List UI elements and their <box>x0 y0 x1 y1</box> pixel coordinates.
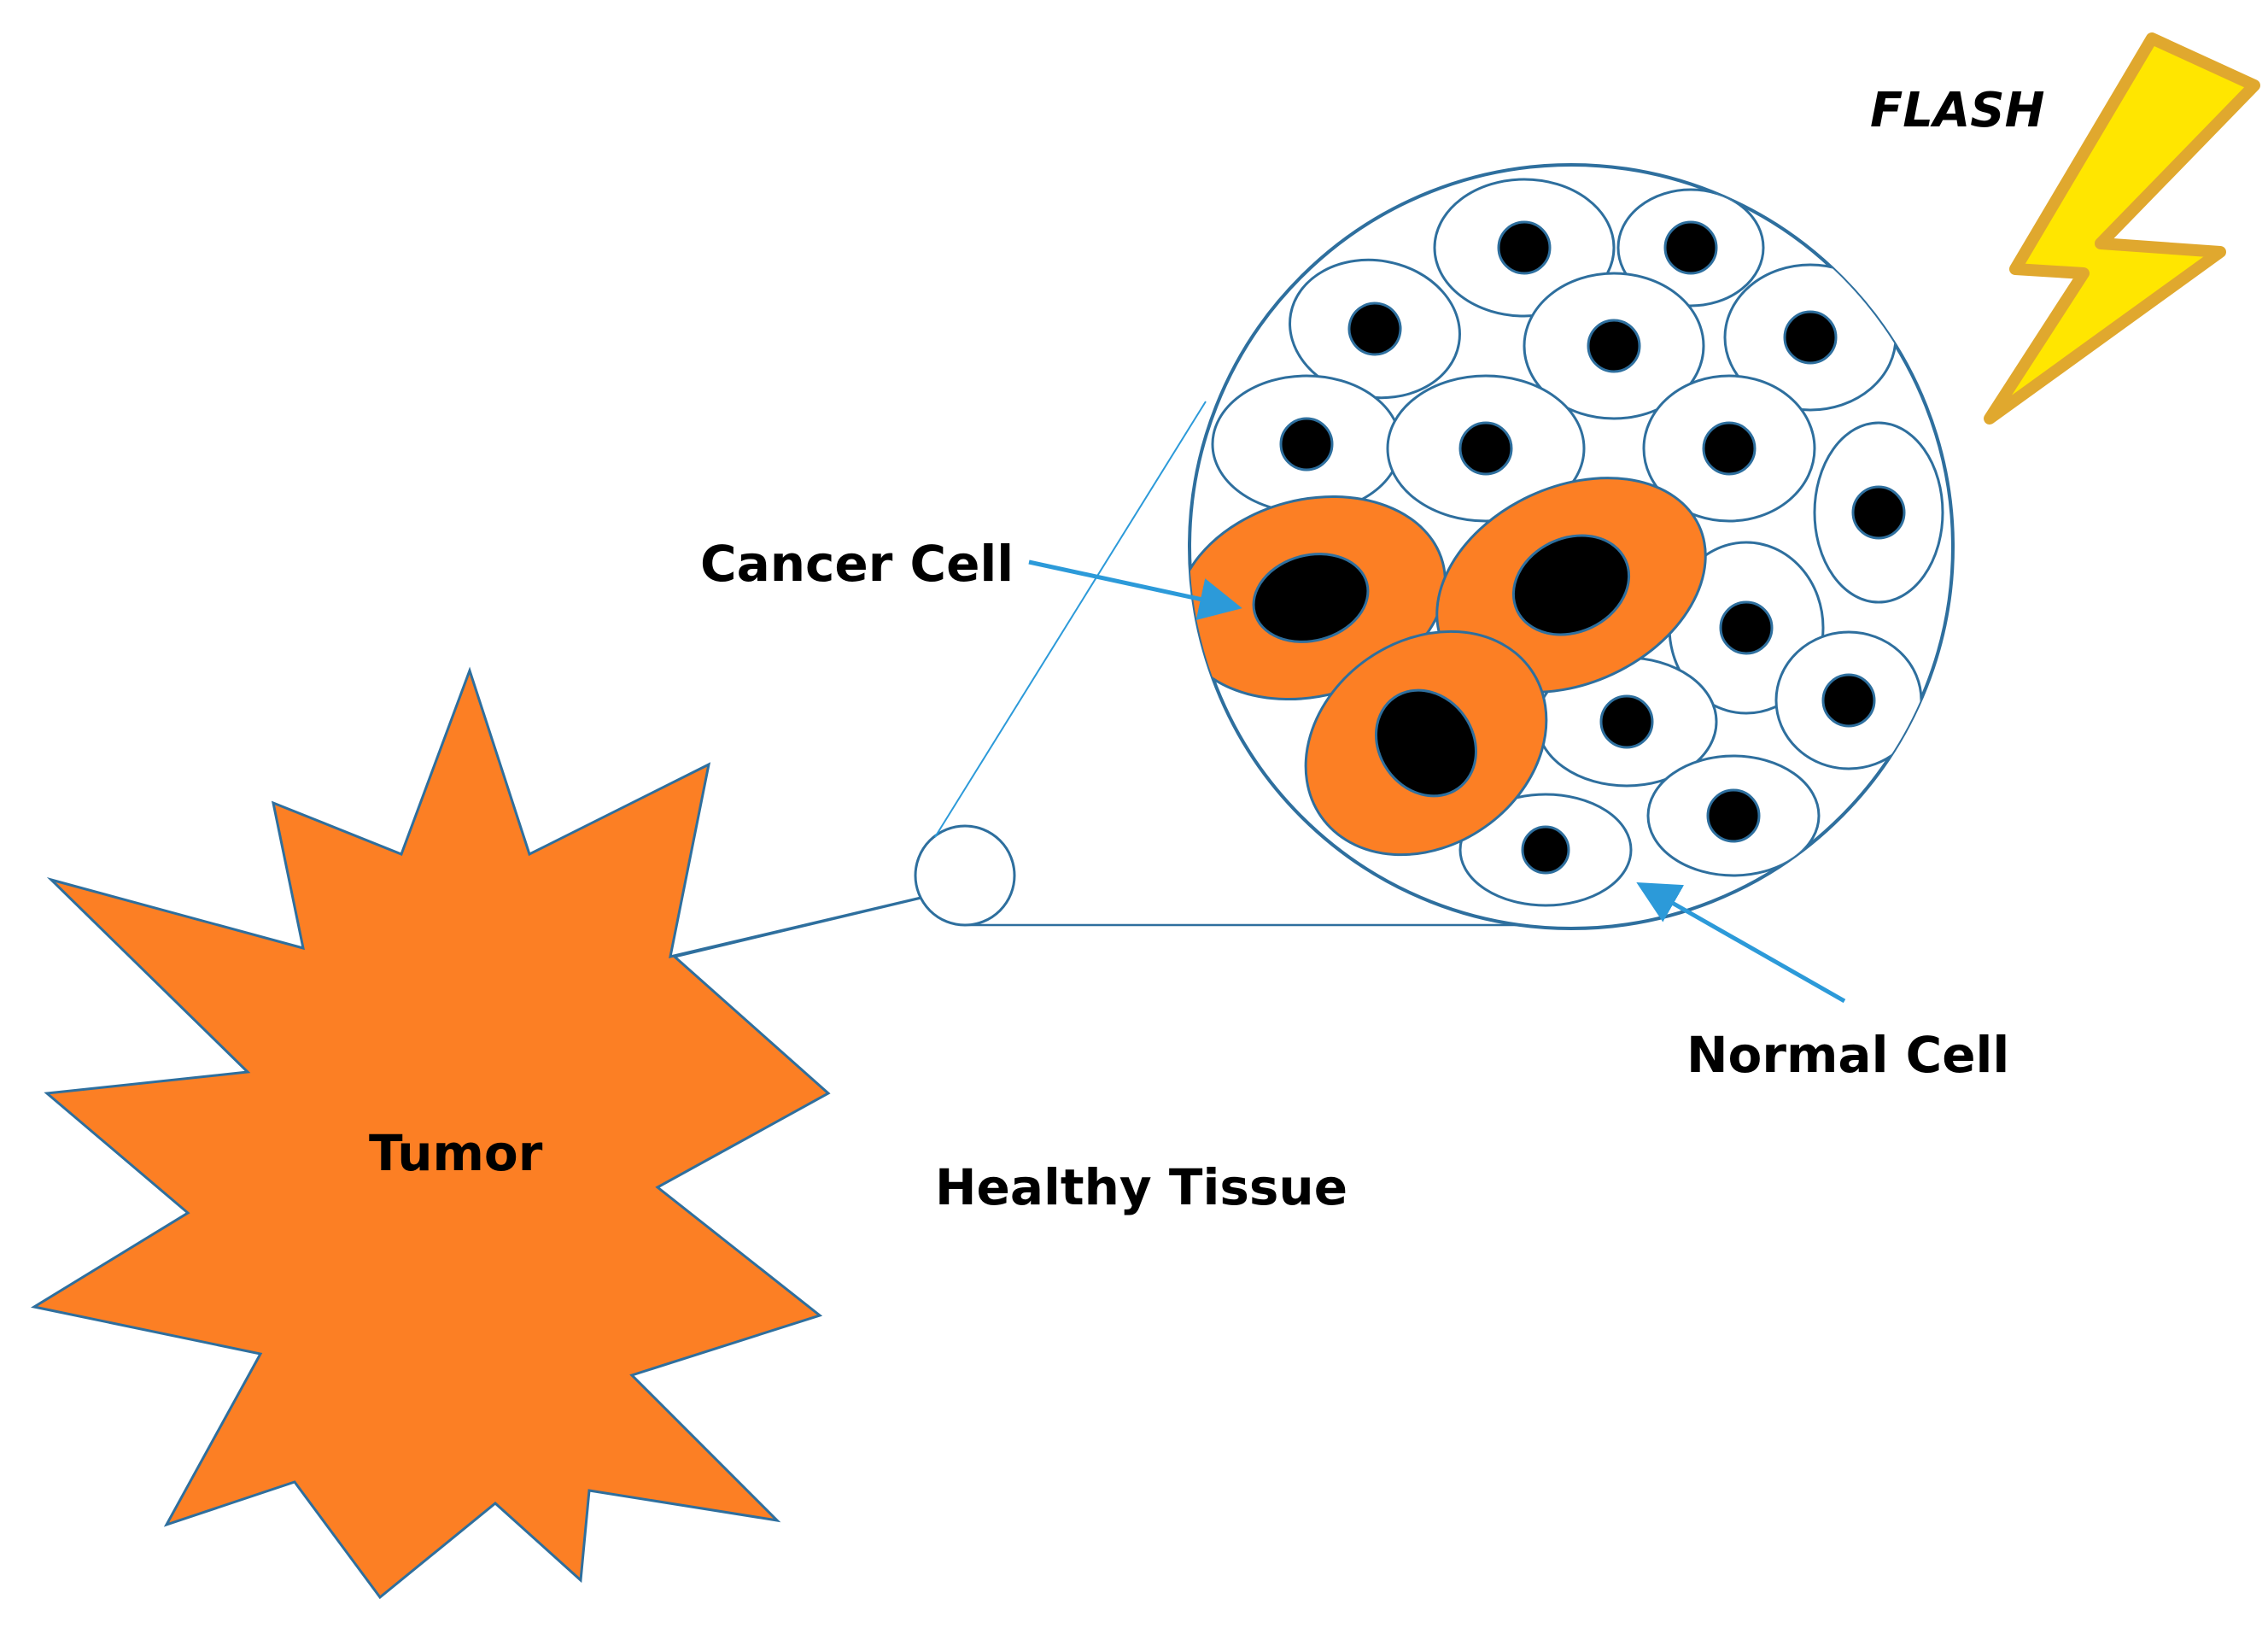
normal-cell <box>1642 374 1816 523</box>
magnify-line-upper <box>934 401 1207 838</box>
healthy-tissue-label: Healthy Tissue <box>935 1158 1347 1216</box>
tumor-shape <box>30 666 962 1600</box>
normal-cell-nucleus <box>1458 421 1513 476</box>
tissue-sample-circle <box>914 824 1016 927</box>
normal-cell-nucleus <box>1279 417 1334 471</box>
flash-label: FLASH <box>1870 83 2044 138</box>
normal-cell <box>1813 421 1944 604</box>
normal-cell <box>1386 374 1586 523</box>
normal-cell <box>1458 793 1633 907</box>
normal-cell-nucleus <box>1783 310 1838 365</box>
normal-cell-nucleus <box>1497 220 1552 275</box>
normal-cell-nucleus <box>1851 485 1906 540</box>
normal-cell <box>1211 374 1402 514</box>
normal-cell <box>1616 188 1765 307</box>
normal-cell <box>1289 258 1461 400</box>
cancer-cell <box>1435 477 1707 694</box>
tumor-label: Tumor <box>369 1124 543 1182</box>
normal-cell-label: Normal Cell <box>1686 1026 2009 1084</box>
lightning-bolt-icon <box>1984 32 2260 425</box>
normal-cell-nucleus <box>1702 421 1757 476</box>
normal-cell-nucleus <box>1821 673 1876 728</box>
normal-cell-nucleus <box>1347 302 1402 356</box>
normal-cell <box>1523 272 1705 420</box>
cancer-cell-arrow <box>1028 559 1242 620</box>
normal-cell <box>1646 754 1821 877</box>
normal-cell-nucleus <box>1521 825 1570 875</box>
magnified-tissue <box>1188 163 1955 930</box>
normal-cell-nucleus <box>1663 220 1718 275</box>
normal-cell <box>1535 656 1718 788</box>
normal-cell <box>1774 630 1923 770</box>
cancer-cell-nucleus <box>1511 534 1631 636</box>
normal-cell-nucleus <box>1706 788 1761 843</box>
normal-cell-nucleus <box>1719 600 1774 655</box>
normal-cell-nucleus <box>1599 694 1654 749</box>
normal-cell-nucleus <box>1587 319 1641 373</box>
cancer-cell <box>1304 630 1548 857</box>
normal-cell <box>1723 263 1897 412</box>
cancer-cell-nucleus <box>1375 688 1477 798</box>
normal-cell-arrow <box>1636 882 1846 1004</box>
cancer-cell-label: Cancer Cell <box>700 535 1014 593</box>
cancer-cell-nucleus <box>1252 553 1370 643</box>
cancer-cell <box>1190 495 1447 701</box>
